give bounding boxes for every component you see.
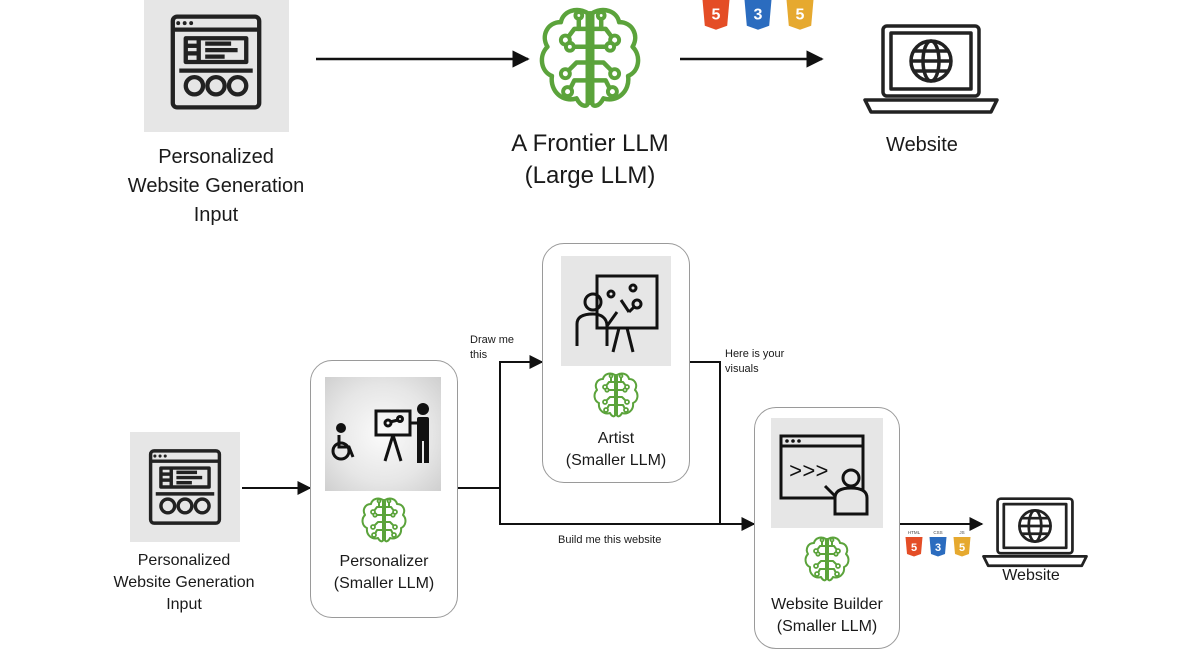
html5-badge-icon: 5 — [700, 0, 732, 34]
css-badge-caption: CSS — [933, 530, 942, 535]
website-builder-card: >>> Website Builder (Smaller LLM) — [754, 407, 900, 649]
wheelchair-user-icon — [331, 423, 355, 461]
bottom-website-label: Website — [1002, 567, 1060, 584]
personalizer-label-line-1: Personalizer — [339, 553, 429, 570]
artist-label-line-1: Artist — [597, 430, 635, 447]
top-llm-label-line-1: A Frontier LLM — [511, 130, 669, 157]
artist-label-line-2: (Smaller LLM) — [565, 452, 667, 469]
brain-circuit-icon — [800, 534, 854, 584]
personalizer-label: Personalizer (Smaller LLM) — [311, 551, 457, 595]
bottom-input-label-line-2: Website Generation — [113, 574, 255, 591]
teaching-presenter-icon — [374, 403, 429, 463]
personalizer-card: Personalizer (Smaller LLM) — [310, 360, 458, 618]
brain-circuit-icon — [589, 370, 643, 420]
msg-build-me-this-website: Build me this website — [558, 534, 662, 546]
html5-badge-icon: HTML 5 — [904, 530, 924, 557]
artist-label: Artist (Smaller LLM) — [543, 428, 689, 472]
msg-here-is-your-visuals: Here is your visuals — [725, 347, 784, 377]
css-badge-number: 3 — [935, 542, 941, 554]
msg-visuals-line-2: visuals — [725, 363, 759, 375]
msg-draw-line-1: Draw me — [470, 334, 515, 346]
js-badge-icon: 5 — [784, 0, 816, 34]
js-badge-icon: JS 5 — [952, 530, 972, 557]
top-input-tile — [144, 0, 289, 132]
artist-card: Artist (Smaller LLM) — [542, 243, 690, 483]
bottom-input-label: Personalized Website Generation Input — [86, 550, 282, 616]
top-input-label-line-1: Personalized — [158, 146, 274, 168]
html-badge-number: 5 — [911, 542, 917, 554]
top-input-label-line-2: Website Generation — [127, 175, 305, 197]
personalizer-label-line-2: (Smaller LLM) — [333, 575, 435, 592]
builder-image-tile: >>> — [771, 418, 883, 528]
bottom-input-tile — [130, 432, 240, 542]
top-arrow-input-to-llm — [316, 50, 824, 68]
top-llm-label: A Frontier LLM (Large LLM) — [470, 128, 710, 192]
artist-image-tile — [561, 256, 671, 366]
builder-label-line-1: Website Builder — [771, 596, 883, 613]
top-input-label: Personalized Website Generation Input — [100, 143, 332, 230]
css3-badge-icon: CSS 3 — [928, 530, 948, 557]
code-prompt-text: >>> — [789, 460, 829, 485]
html-badge-caption: HTML — [908, 530, 921, 535]
bottom-flow-lines — [242, 355, 984, 531]
js-badge-caption: JS — [959, 530, 964, 535]
css3-badge-icon: 3 — [742, 0, 774, 34]
html5-badge-number: 5 — [712, 6, 721, 23]
builder-label-line-2: (Smaller LLM) — [776, 618, 878, 635]
bottom-input-label-line-3: Input — [166, 596, 202, 613]
msg-visuals-line-1: Here is your — [725, 348, 785, 360]
coder-terminal-icon: >>> — [779, 434, 869, 516]
msg-draw-me-this: Draw me this — [470, 333, 514, 363]
brain-circuit-icon — [357, 495, 411, 545]
css3-badge-number: 3 — [754, 6, 763, 23]
top-input-label-line-3: Input — [193, 204, 239, 226]
laptop-globe-icon — [980, 494, 1090, 572]
top-llm-label-line-2: (Large LLM) — [524, 162, 656, 189]
teaching-presenter-icon — [575, 274, 659, 353]
personalizer-image-tile — [325, 377, 441, 491]
msg-draw-line-2: this — [470, 349, 488, 361]
js-badge-number: 5 — [796, 6, 805, 23]
bottom-input-label-line-1: Personalized — [137, 552, 231, 569]
top-website-label: Website — [886, 134, 958, 156]
js-badge-number: 5 — [959, 542, 965, 554]
builder-label: Website Builder (Smaller LLM) — [755, 594, 899, 638]
